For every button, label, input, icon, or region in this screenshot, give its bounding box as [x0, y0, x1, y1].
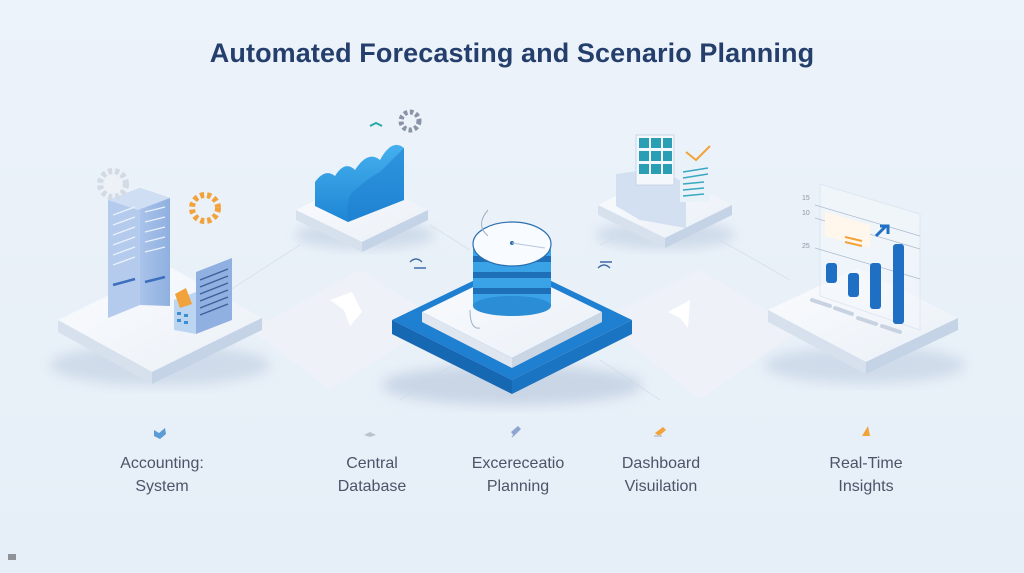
label-line: Accounting: — [120, 455, 204, 472]
page-title: Automated Forecasting and Scenario Plann… — [209, 38, 815, 68]
node-label-database: Central Database — [292, 452, 452, 498]
y-tick: 15 — [802, 195, 810, 202]
link-clip-icons — [409, 258, 612, 269]
central-database-illustration — [382, 209, 642, 405]
label-line: Central — [346, 455, 398, 472]
node-label-planning: Excereceatio Planning — [438, 452, 598, 498]
label-line: Dashboard — [621, 455, 701, 472]
node-label-accounting: Accounting: System — [82, 452, 242, 498]
node-label-insights: Real-Time Insights — [786, 452, 946, 498]
insights-icon — [862, 426, 870, 436]
insights-illustration: 15 10 25 — [765, 183, 965, 383]
accounting-icon — [154, 428, 166, 439]
watermark-mark — [8, 554, 16, 560]
floor-plates — [250, 270, 800, 400]
dashboard-illustration — [595, 134, 735, 249]
database-icon — [364, 432, 376, 437]
accounting-system-illustration — [50, 168, 270, 385]
decorative-arrow-right — [668, 300, 690, 328]
label-line: System — [135, 478, 189, 495]
label-line: Real-Time — [829, 455, 903, 472]
dashboard-icon — [654, 427, 666, 437]
label-line: Database — [337, 478, 407, 495]
decorative-arrow-left — [330, 292, 362, 326]
y-tick: 10 — [802, 210, 810, 217]
label-line: Planning — [486, 478, 550, 495]
label-line: Visuilation — [624, 478, 698, 495]
node-label-dashboard: Dashboard Visuilation — [581, 452, 741, 498]
label-line: Insights — [838, 478, 894, 495]
label-line: Excereceatio — [471, 455, 565, 472]
y-tick: 25 — [802, 243, 810, 250]
planning-illustration — [295, 109, 435, 252]
planning-icon — [511, 426, 521, 438]
